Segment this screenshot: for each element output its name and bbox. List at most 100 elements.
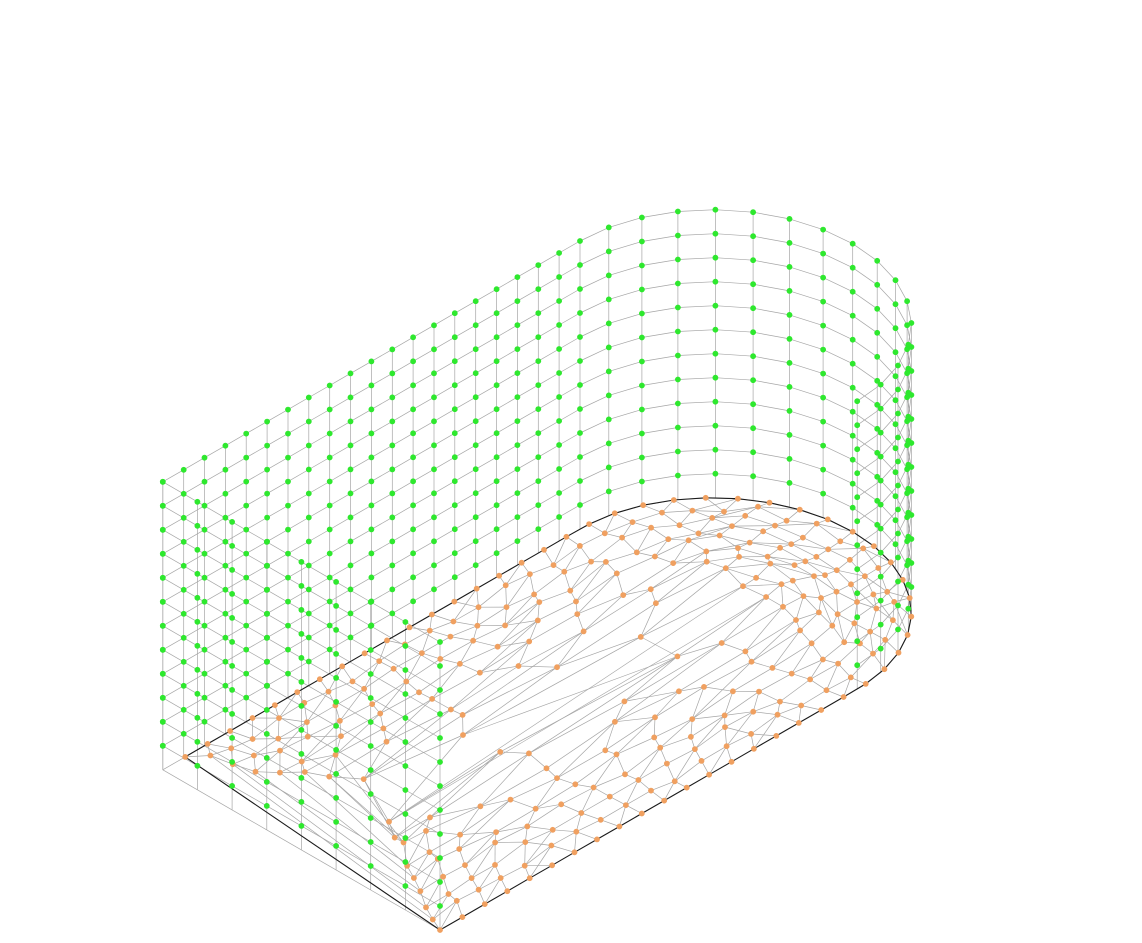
floor-boundary-segment: [663, 787, 687, 802]
floor-node: [619, 534, 625, 541]
floor-edge: [494, 841, 526, 866]
floor-boundary-segment: [184, 743, 208, 758]
wall-node: [333, 747, 339, 753]
wall-node: [556, 322, 562, 328]
floor-edge: [505, 573, 531, 586]
wall-node: [472, 394, 479, 401]
wall-edge: [246, 493, 268, 506]
wall-edge: [329, 565, 351, 578]
wall-node: [849, 456, 856, 463]
floor-node: [873, 605, 880, 612]
floor-edge: [856, 594, 874, 603]
wall-node: [326, 598, 333, 605]
wall-node: [854, 638, 861, 645]
wall-node: [347, 490, 354, 497]
floor-edge: [372, 681, 407, 705]
floor-edge: [553, 536, 567, 566]
floor-boundary-outline: [184, 497, 912, 931]
floor-edge: [690, 719, 693, 737]
floor-node: [406, 624, 413, 631]
floor-node: [543, 765, 550, 772]
wall-node: [159, 574, 166, 581]
wall-edge: [496, 372, 518, 386]
wall-node: [333, 819, 339, 825]
wall-node: [451, 454, 458, 461]
wall-edge: [225, 649, 247, 663]
floor-node: [271, 702, 278, 708]
floor-edge: [604, 521, 633, 534]
wall-edge: [558, 360, 581, 374]
floor-node: [899, 576, 906, 583]
wall-edge: [822, 349, 853, 365]
wall-edge: [266, 613, 302, 635]
floor-edge: [791, 673, 811, 680]
wall-node: [367, 839, 374, 845]
wall-node: [402, 715, 409, 721]
wall-edge: [579, 275, 609, 290]
wall-node: [639, 238, 645, 245]
floor-node: [597, 816, 604, 823]
wall-node: [263, 779, 270, 785]
wall-edge: [454, 516, 476, 530]
wall-node: [368, 430, 375, 437]
floor-edge: [801, 705, 822, 711]
wall-node: [201, 526, 208, 533]
wall-node: [877, 453, 884, 460]
wall-node: [437, 879, 443, 885]
wall-edge: [350, 481, 372, 494]
floor-edge: [884, 639, 886, 670]
floor-edge: [471, 864, 496, 879]
wall-edge: [162, 529, 198, 551]
floor-node: [526, 750, 532, 757]
floor-boundary-segment: [731, 748, 755, 763]
wall-node: [712, 398, 719, 405]
wall-node: [712, 326, 719, 333]
wall-edge: [641, 283, 678, 290]
floor-edge: [431, 663, 461, 700]
wall-node: [333, 795, 339, 801]
floor-node: [504, 888, 511, 895]
wall-edge: [608, 265, 643, 276]
floor-edge: [304, 754, 336, 773]
floor-boundary-segment: [439, 916, 463, 931]
wall-edge: [350, 409, 372, 422]
floor-edge: [719, 535, 750, 543]
wall-node: [367, 647, 374, 653]
floor-edge: [791, 643, 812, 674]
wall-node: [437, 903, 443, 909]
wall-node: [431, 442, 437, 449]
wall-node: [431, 514, 437, 521]
wall-node: [750, 473, 756, 480]
floor-edge: [724, 691, 760, 716]
floor-node: [475, 886, 482, 893]
floor-edge: [576, 613, 584, 632]
floor-edge: [654, 556, 674, 564]
floor-boundary-segment: [708, 761, 732, 776]
floor-node: [735, 545, 741, 551]
wall-node: [514, 298, 521, 304]
floor-node: [572, 781, 579, 788]
wall-node: [431, 346, 437, 353]
floor-edge: [691, 661, 752, 720]
floor-boundary-segment: [686, 774, 710, 789]
floor-edge: [575, 754, 617, 785]
floor-edge: [253, 738, 279, 756]
floor-edge: [279, 736, 308, 751]
floor-edge: [624, 656, 678, 702]
wall-node: [326, 478, 333, 485]
wall-node: [892, 493, 899, 500]
wall-node: [437, 759, 443, 765]
floor-node: [227, 728, 233, 734]
floor-node: [736, 553, 742, 560]
wall-node: [451, 526, 458, 533]
wall-edge: [496, 324, 518, 338]
wall-node: [750, 305, 756, 312]
wall-edge: [907, 442, 912, 465]
wall-node: [472, 514, 479, 521]
floor-node: [418, 650, 425, 656]
floor-node: [791, 562, 798, 568]
floor-edge: [765, 583, 782, 598]
wall-node: [367, 623, 374, 629]
wall-edge: [558, 312, 581, 326]
